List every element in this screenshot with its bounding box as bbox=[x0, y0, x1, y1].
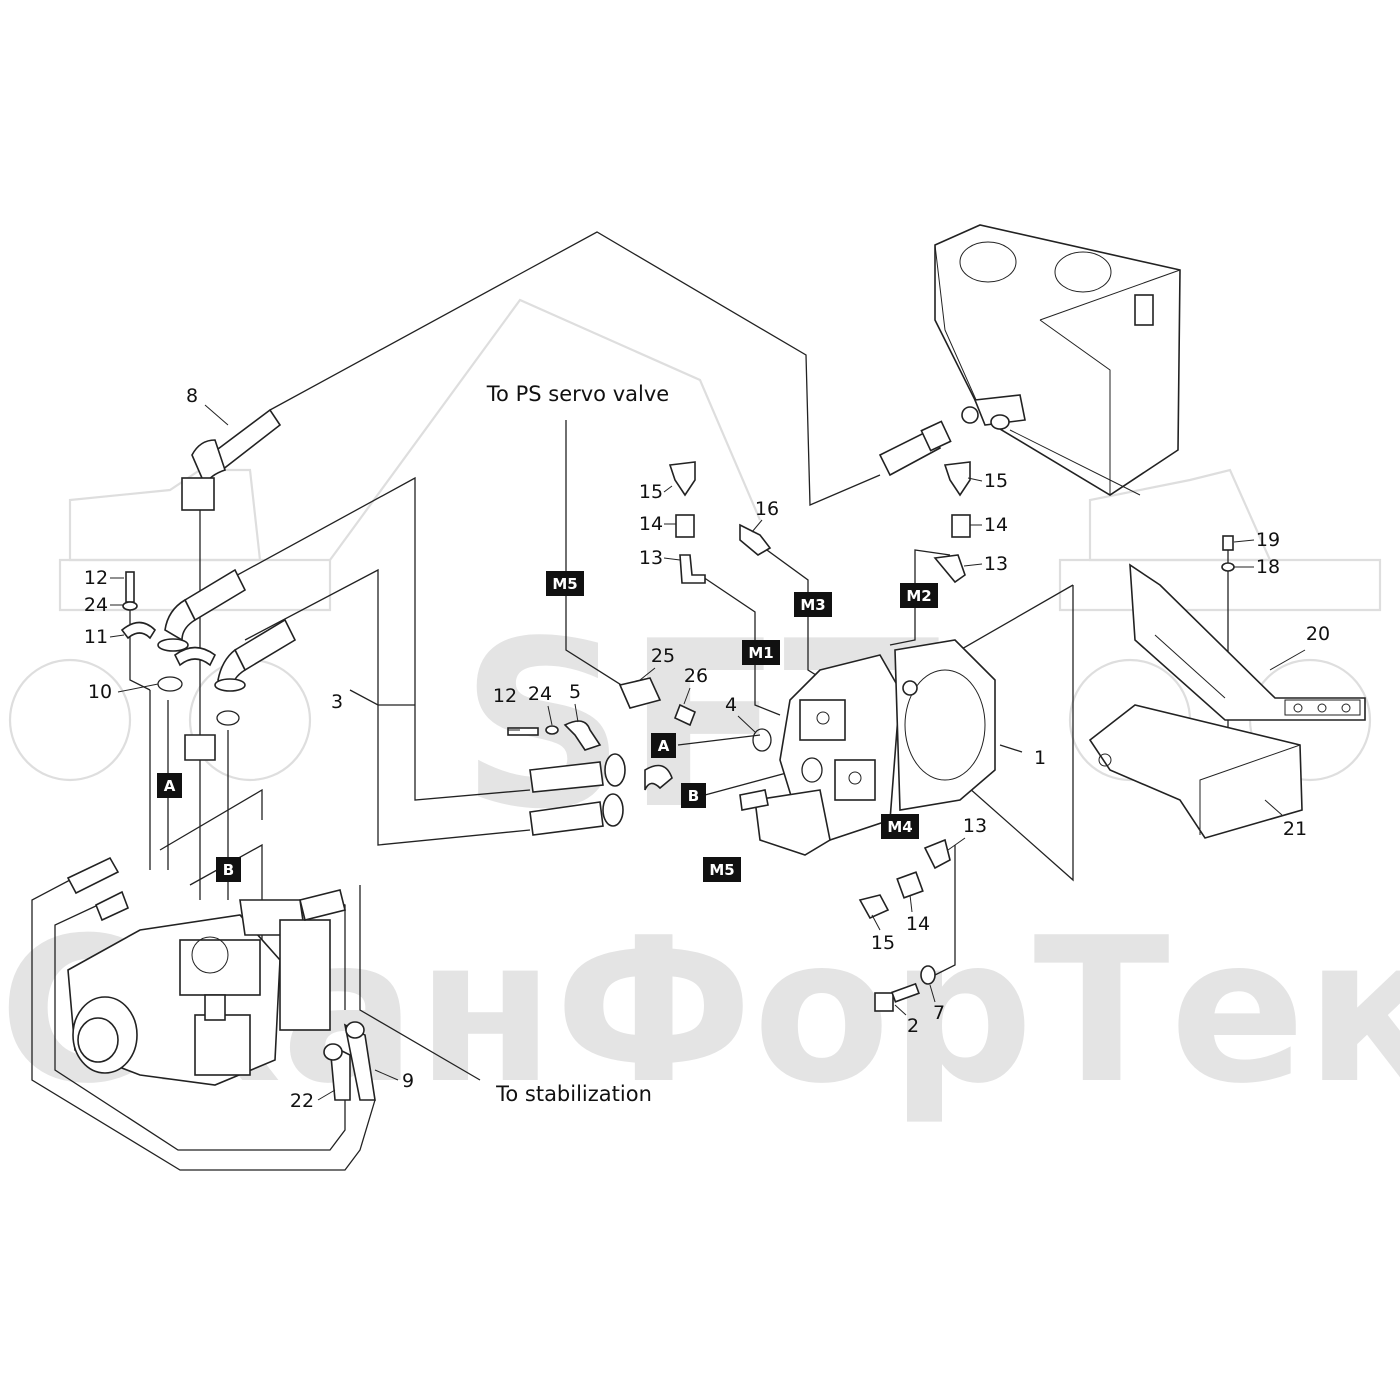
callout-1: 1 bbox=[1034, 747, 1046, 769]
callout-13-right: 13 bbox=[984, 553, 1008, 575]
tag-m2-text: M2 bbox=[906, 587, 931, 605]
callout-5: 5 bbox=[569, 681, 581, 703]
callout-15-right: 15 bbox=[984, 470, 1008, 492]
callout-8: 8 bbox=[186, 385, 198, 407]
callout-9: 9 bbox=[402, 1070, 414, 1092]
callout-13-lower: 13 bbox=[963, 815, 987, 837]
note-to-stabilization: To stabilization bbox=[495, 1082, 652, 1106]
tag-b-left-text: B bbox=[223, 861, 234, 879]
callout-14-right: 14 bbox=[984, 514, 1008, 536]
callout-leaders bbox=[109, 404, 1306, 1101]
callout-19: 19 bbox=[1256, 529, 1280, 551]
tag-m5-lower-text: M5 bbox=[709, 861, 734, 879]
callout-24-mid: 24 bbox=[528, 683, 552, 705]
tag-m3-text: M3 bbox=[800, 596, 825, 614]
callout-22: 22 bbox=[290, 1090, 314, 1112]
valve-block bbox=[739, 654, 901, 856]
callout-16: 16 bbox=[755, 498, 779, 520]
tag-a-left: A bbox=[157, 773, 182, 798]
tag-m5-lower: M5 bbox=[703, 857, 741, 882]
watermark-machine-outline bbox=[8, 298, 1382, 782]
note-to-ps-servo-valve: To PS servo valve bbox=[486, 382, 669, 406]
hose-3-lower bbox=[214, 618, 624, 836]
callout-4: 4 bbox=[725, 694, 737, 716]
tag-m4-text: M4 bbox=[887, 818, 912, 836]
callout-13-left: 13 bbox=[639, 547, 663, 569]
bracket-20 bbox=[1129, 563, 1366, 721]
connector-lines bbox=[129, 231, 1229, 1081]
hydraulic-pump bbox=[67, 889, 346, 1086]
callout-3: 3 bbox=[331, 691, 343, 713]
tag-m2: M2 bbox=[900, 583, 938, 608]
bracket-21 bbox=[1088, 704, 1303, 839]
callout-14-lower: 14 bbox=[906, 913, 930, 935]
hose-3-upper bbox=[157, 568, 626, 793]
callout-14-left: 14 bbox=[639, 513, 663, 535]
tag-m5-upper-text: M5 bbox=[552, 575, 577, 593]
tag-a-mid-text: A bbox=[658, 737, 670, 755]
callout-25: 25 bbox=[651, 645, 675, 667]
tag-m1-text: M1 bbox=[748, 644, 773, 662]
callout-12-left: 12 bbox=[84, 567, 108, 589]
tag-b-left: B bbox=[216, 857, 241, 882]
callout-numbers: 8 12 24 11 10 3 12 24 5 25 26 4 15 14 13… bbox=[84, 385, 1330, 1112]
tag-a-mid: A bbox=[651, 733, 676, 758]
hydraulic-tank bbox=[934, 224, 1181, 496]
callout-2: 2 bbox=[907, 1015, 919, 1037]
fittings bbox=[120, 461, 1235, 1061]
callout-18: 18 bbox=[1256, 556, 1280, 578]
callout-20: 20 bbox=[1306, 623, 1330, 645]
tag-m5-upper: M5 bbox=[546, 571, 584, 596]
callout-11: 11 bbox=[84, 626, 108, 648]
plate-1 bbox=[894, 639, 996, 811]
tag-b-mid: B bbox=[681, 783, 706, 808]
callout-10: 10 bbox=[88, 681, 112, 703]
callout-7: 7 bbox=[933, 1002, 945, 1024]
tag-b-mid-text: B bbox=[688, 787, 699, 805]
tag-m3: M3 bbox=[794, 592, 832, 617]
callout-12-mid: 12 bbox=[493, 685, 517, 707]
callout-24-left: 24 bbox=[84, 594, 108, 616]
callout-15-left: 15 bbox=[639, 481, 663, 503]
tag-m4: M4 bbox=[881, 814, 919, 839]
callout-21: 21 bbox=[1283, 818, 1307, 840]
hose-8 bbox=[181, 406, 979, 511]
callout-26: 26 bbox=[684, 665, 708, 687]
tag-m1: M1 bbox=[742, 640, 780, 665]
tag-a-left-text: A bbox=[164, 777, 176, 795]
callout-15-lower: 15 bbox=[871, 932, 895, 954]
